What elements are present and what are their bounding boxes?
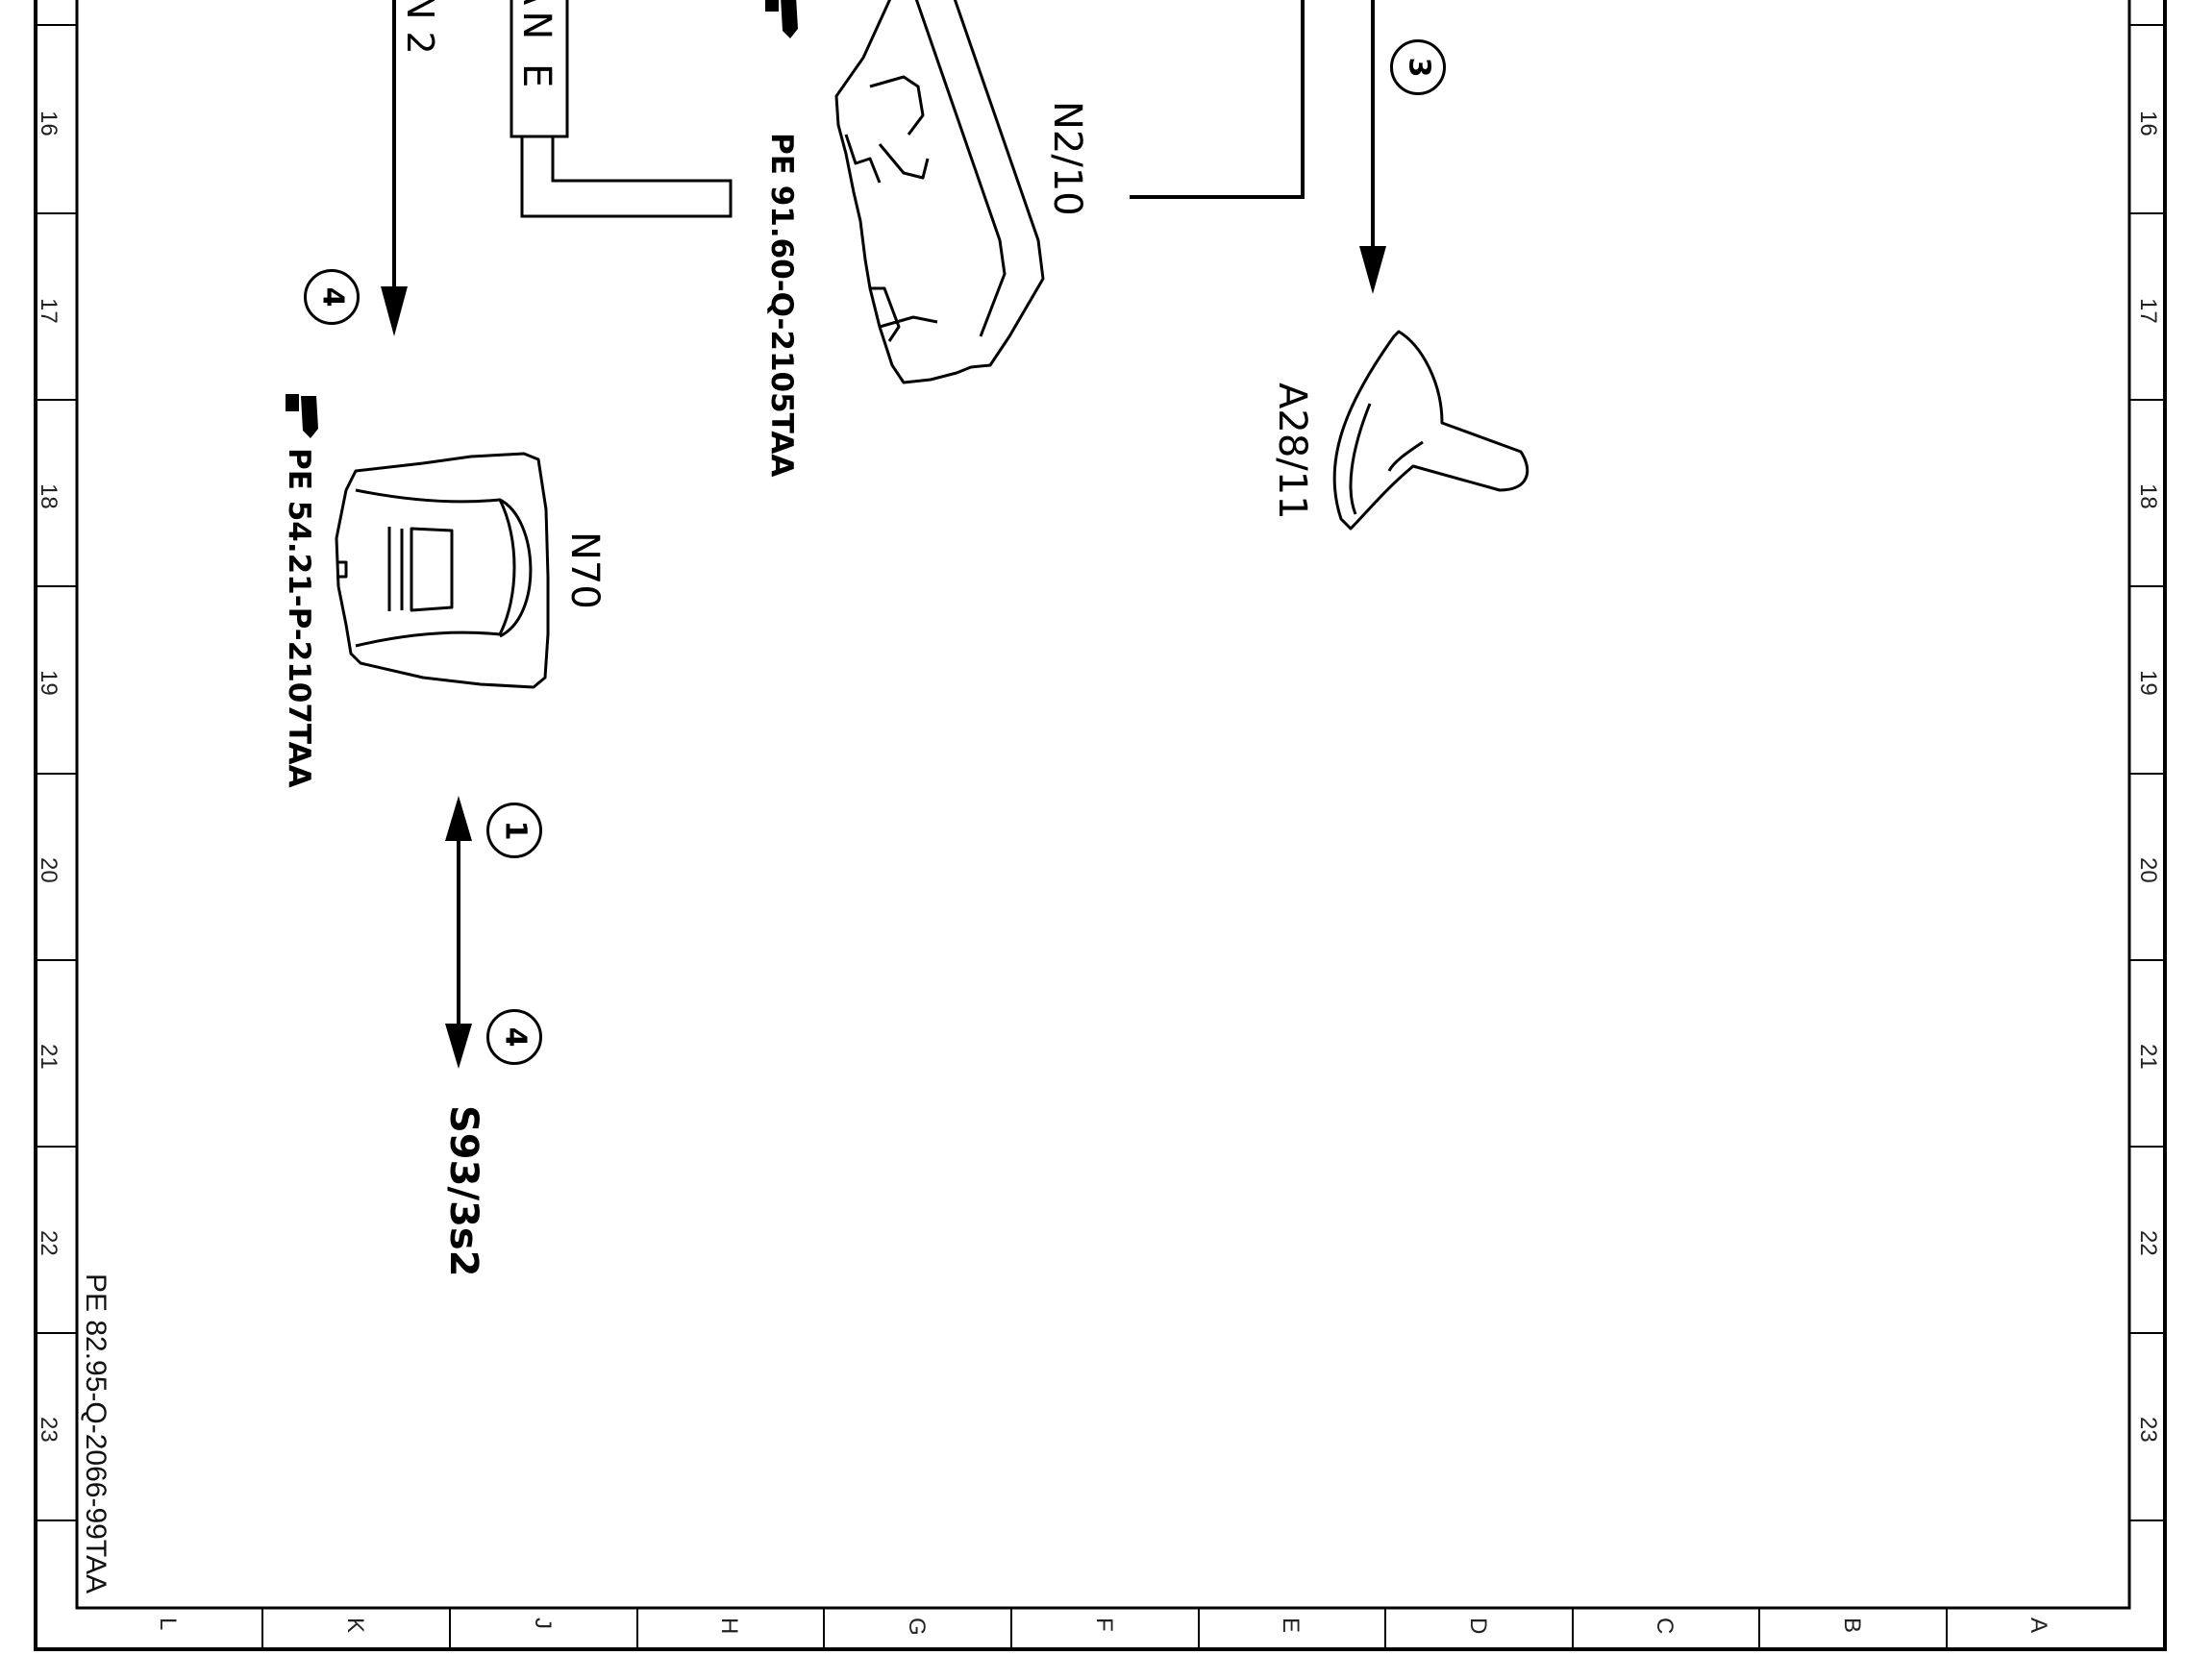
double-arrow-head-bottom [445, 1024, 472, 1069]
row-number-left: 21 [36, 1044, 62, 1070]
arrow-head-a28 [1359, 246, 1386, 294]
column-letter: A [2026, 1618, 2051, 1634]
row-number-left: 23 [36, 1417, 62, 1443]
column-letter: E [1278, 1618, 1304, 1634]
double-arrow-head-top [445, 796, 472, 841]
marker-3: 3 [1390, 39, 1446, 95]
row-number-left: 20 [36, 857, 62, 883]
column-letter: G [904, 1618, 930, 1636]
column-ticks [261, 1608, 1948, 1649]
column-letter: H [716, 1618, 742, 1635]
row-number-left: 16 [36, 111, 62, 136]
column-letter: F [1091, 1618, 1117, 1632]
column-letter: B [1839, 1618, 1865, 1634]
row-number-left: 17 [36, 298, 62, 324]
component-label-a28-11: A28/11 [1270, 383, 1314, 520]
n70-panel-drawing [335, 452, 550, 689]
column-letter: J [530, 1618, 556, 1629]
marker-4-top: 4 [304, 269, 360, 325]
marker-4-bottom: 4 [486, 1009, 542, 1065]
row-number-left: 18 [36, 483, 62, 509]
marker-1: 1 [486, 803, 542, 858]
row-number-right: 19 [2135, 670, 2161, 696]
document-reference: PE 82.95-Q-2066-99TAA [80, 1273, 112, 1594]
row-number-right: 20 [2135, 857, 2161, 883]
row-ticks [36, 24, 2165, 1521]
row-number-right: 18 [2135, 483, 2161, 509]
component-ref-n2-10: PE 91.60-Q-2105TAA [764, 133, 799, 478]
arrow-head-left [381, 286, 408, 336]
row-number-right: 21 [2135, 1044, 2161, 1070]
row-number-right: 16 [2135, 111, 2161, 136]
hand-icon-n2-10 [765, 0, 798, 38]
bus-lead [520, 136, 733, 218]
component-ref-n70: PE 54.21-P-2107TAA [282, 448, 316, 788]
row-number-right: 22 [2135, 1230, 2161, 1256]
a28-11-antenna-drawing [1332, 330, 1529, 531]
component-label-n2-10: N2/10 [1045, 101, 1089, 216]
outer-frame [34, 0, 2167, 1651]
n2-10-module-drawing [834, 0, 1045, 384]
bus-label-right: AN E [514, 0, 559, 94]
inner-frame [75, 0, 2131, 1610]
component-label-s93-3s2: S93/3s2 [441, 1105, 485, 1277]
row-number-left: 19 [36, 670, 62, 696]
column-letter: C [1652, 1618, 1678, 1635]
column-letter: L [155, 1618, 181, 1631]
component-label-n70: N70 [562, 531, 607, 609]
bus-box [510, 0, 569, 138]
column-letter: D [1465, 1618, 1491, 1635]
row-number-left: 22 [36, 1230, 62, 1256]
wire-n2-10 [1130, 0, 1305, 199]
bus-label-left: N 2 [399, 0, 441, 55]
row-number-right: 23 [2135, 1417, 2161, 1443]
column-letter: K [342, 1618, 368, 1634]
hand-icon-n70 [286, 394, 318, 438]
row-number-right: 17 [2135, 298, 2161, 324]
